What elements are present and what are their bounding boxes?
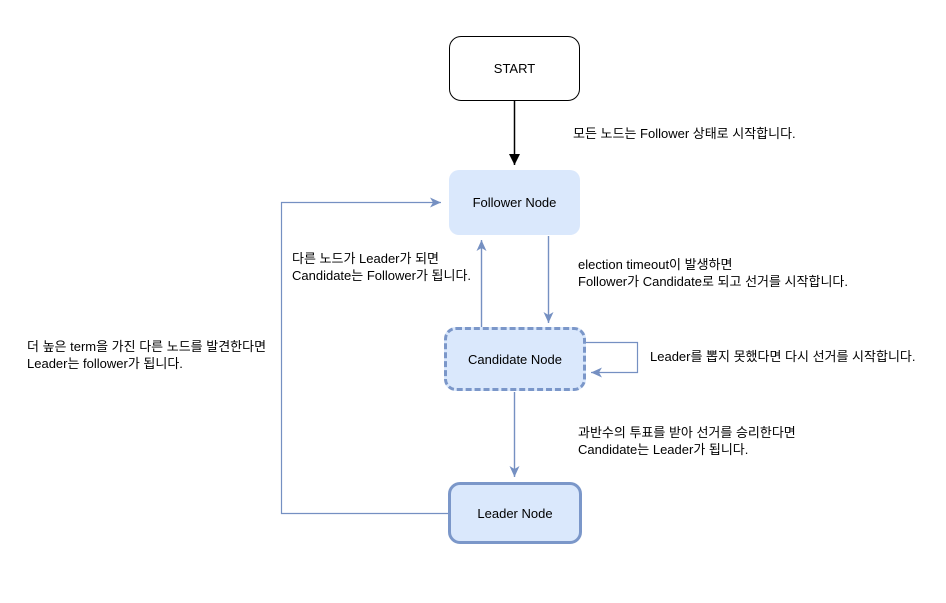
node-follower-label: Follower Node	[472, 195, 557, 210]
node-candidate-label: Candidate Node	[468, 351, 562, 367]
annotation-term-note: 더 높은 term을 가진 다른 노드를 발견한다면 Leader는 follo…	[27, 339, 267, 371]
node-start: START	[449, 36, 580, 101]
edge-candidate-self-loop	[586, 341, 639, 378]
node-follower: Follower Node	[449, 170, 580, 235]
annotation-reelect-note: Leader를 뽑지 못했다면 다시 선거를 시작합니다.	[650, 349, 916, 364]
annotation-timeout-note: election timeout이 발생하면 Follower가 Candida…	[578, 257, 848, 289]
annotation-start-note: 모든 노드는 Follower 상태로 시작합니다.	[573, 126, 796, 141]
node-candidate: Candidate Node	[444, 327, 586, 391]
edge-leader-to-follower	[280, 197, 448, 515]
annotation-demote-note: 다른 노드가 Leader가 되면 Candidate는 Follower가 됩…	[292, 251, 472, 283]
annotation-win-note: 과반수의 투표를 받아 선거를 승리한다면 Candidate는 Leader가…	[578, 425, 796, 457]
node-leader: Leader Node	[448, 482, 582, 544]
node-start-label: START	[493, 61, 536, 76]
node-leader-label: Leader Node	[477, 505, 553, 521]
